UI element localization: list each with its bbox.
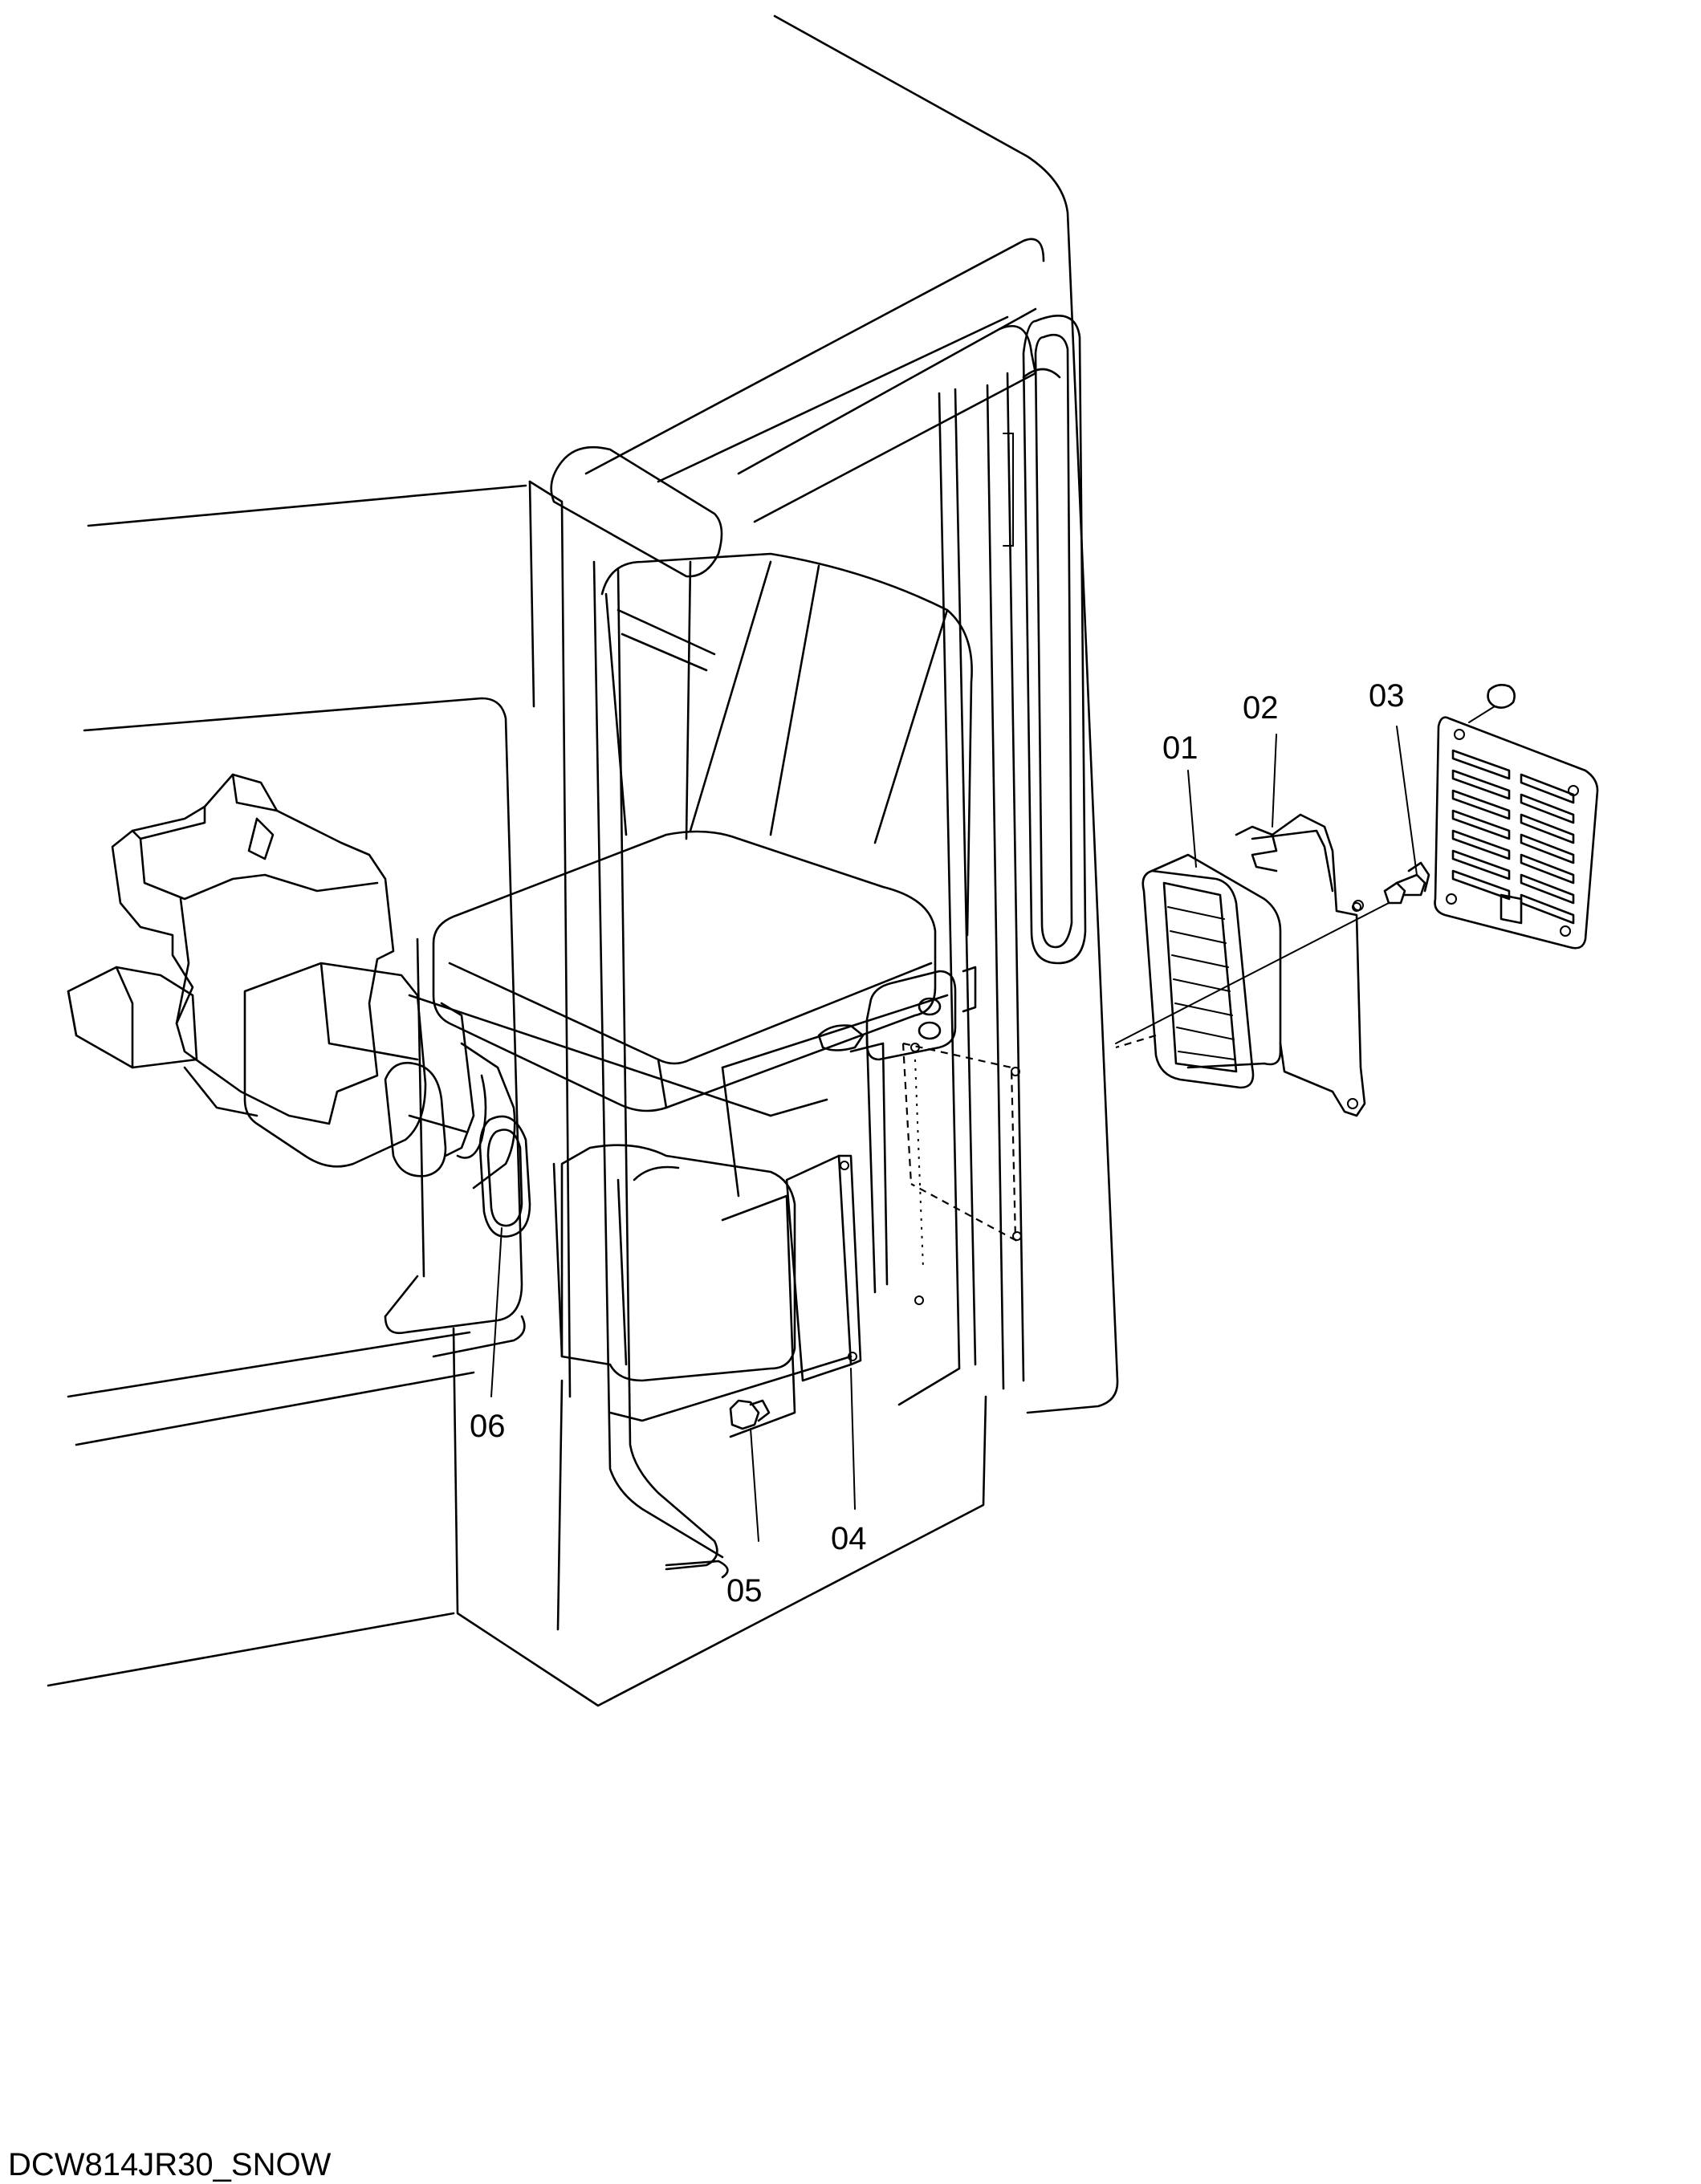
seat-side-controls	[817, 966, 977, 1061]
filter-part-01	[1141, 770, 1282, 1089]
drawing-code: DCW814JR30_SNOW	[8, 2147, 332, 2182]
cab-shell	[550, 14, 1119, 1414]
callout-05: 05	[726, 1573, 763, 1609]
bracket-part-04	[721, 1154, 862, 1438]
callout-03: 03	[1369, 678, 1405, 714]
gasket-part-06	[478, 1115, 531, 1397]
hidden-lines	[901, 1042, 1022, 1305]
hvac-unit	[67, 773, 828, 1190]
leader-04	[850, 1368, 856, 1510]
assembly-line	[1115, 1034, 1157, 1049]
door-frame	[528, 388, 977, 1579]
louver-cover	[1434, 684, 1599, 950]
operator-seat	[432, 552, 973, 1382]
callout-06: 06	[470, 1409, 506, 1444]
frame-part-02	[1235, 734, 1366, 1117]
callout-01: 01	[1162, 730, 1198, 766]
left-panels	[83, 484, 527, 1335]
cab-floor	[47, 1315, 987, 1707]
callout-04: 04	[831, 1521, 867, 1556]
wingbolt-part-03	[1115, 726, 1430, 1044]
bolt-part-05	[729, 1399, 771, 1542]
callout-02: 02	[1243, 690, 1279, 726]
